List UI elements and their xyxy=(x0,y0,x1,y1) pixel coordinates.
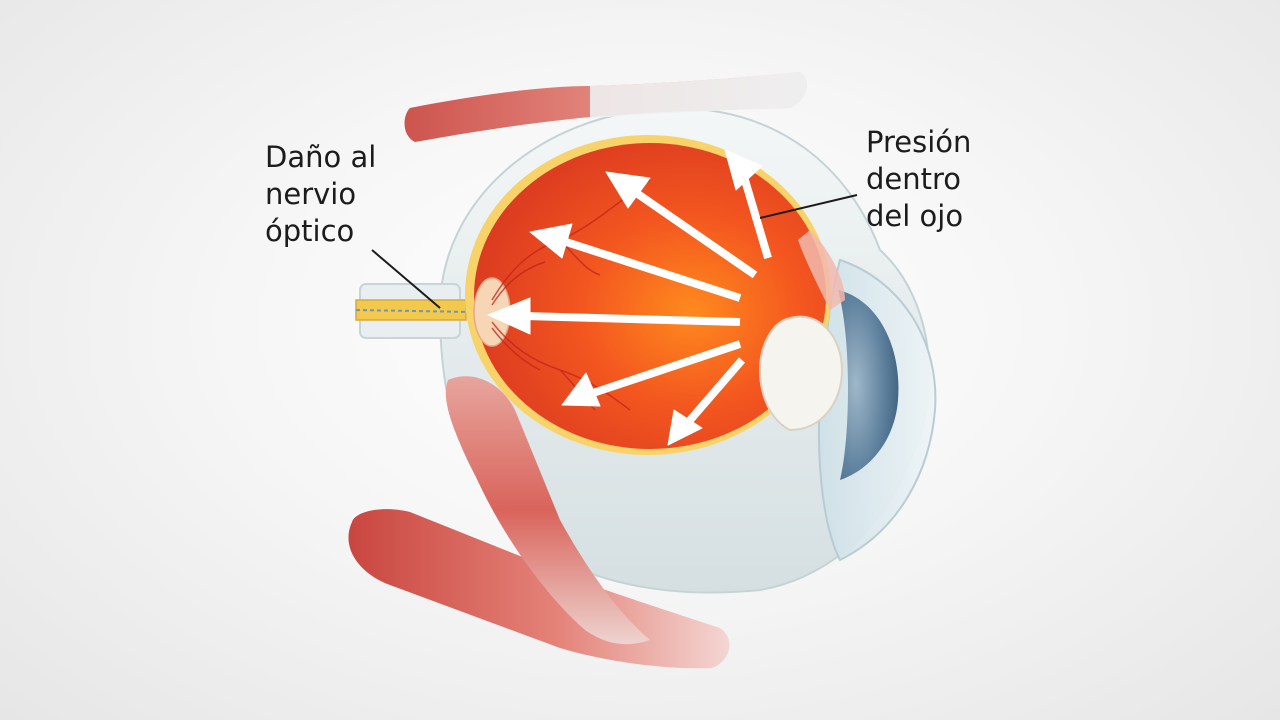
nerve-leader-line xyxy=(371,249,441,309)
label-line: del ojo xyxy=(866,199,964,233)
pressure-arrow xyxy=(487,297,741,335)
pressure-arrow xyxy=(724,149,772,260)
iris xyxy=(838,290,899,480)
pressure-arrow xyxy=(667,357,746,446)
superior-tendon xyxy=(590,72,807,118)
label-line: nervio xyxy=(265,177,357,211)
label-line: dentro xyxy=(866,162,962,196)
optic-nerve-damage-label: Daño al nervio óptico xyxy=(265,139,376,250)
pressure-arrow xyxy=(529,223,742,302)
label-line: óptico xyxy=(265,214,355,248)
pressure-inside-eye-label: Presión dentro del ojo xyxy=(866,124,971,235)
pressure-arrow xyxy=(605,171,758,279)
lens xyxy=(758,315,844,432)
label-line: Presión xyxy=(866,125,972,159)
ciliary-body xyxy=(798,230,845,310)
optic-nerve-fibers xyxy=(355,309,471,313)
pressure-leader-line xyxy=(759,194,858,219)
label-line: Daño al xyxy=(265,140,377,174)
pressure-arrow xyxy=(561,340,742,407)
pressure-arrows xyxy=(487,149,772,446)
lateral-rectus-muscle xyxy=(445,376,650,645)
